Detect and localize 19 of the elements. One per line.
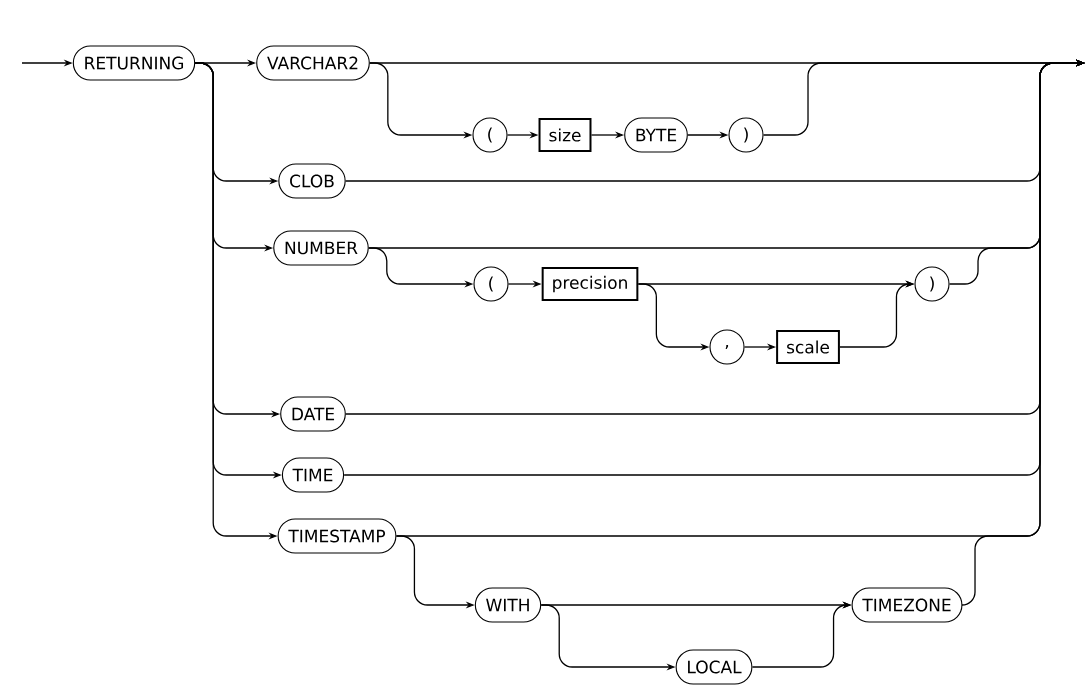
keyword-pill: CLOB [278, 163, 346, 199]
keyword-pill: BYTE [624, 117, 688, 153]
parameter-box: precision [541, 267, 639, 301]
keyword-pill: NUMBER [273, 230, 369, 266]
parameter-box: size [538, 118, 592, 152]
keyword-pill: WITH [474, 587, 542, 623]
keyword-pill: DATE [280, 396, 346, 432]
keyword-pill: RETURNING [72, 45, 196, 81]
keyword-pill: VARCHAR2 [256, 45, 370, 81]
keyword-pill: LOCAL [675, 649, 753, 685]
keyword-pill: TIMESTAMP [277, 518, 397, 554]
keyword-pill: TIMEZONE [851, 587, 963, 623]
keyword-pill: , [709, 329, 745, 365]
keyword-pill: ) [728, 117, 764, 153]
parameter-box: scale [776, 330, 840, 364]
keyword-pill: ) [914, 266, 950, 302]
keyword-pill: TIME [281, 457, 345, 493]
keyword-pill: ( [472, 117, 508, 153]
keyword-pill: ( [473, 266, 509, 302]
